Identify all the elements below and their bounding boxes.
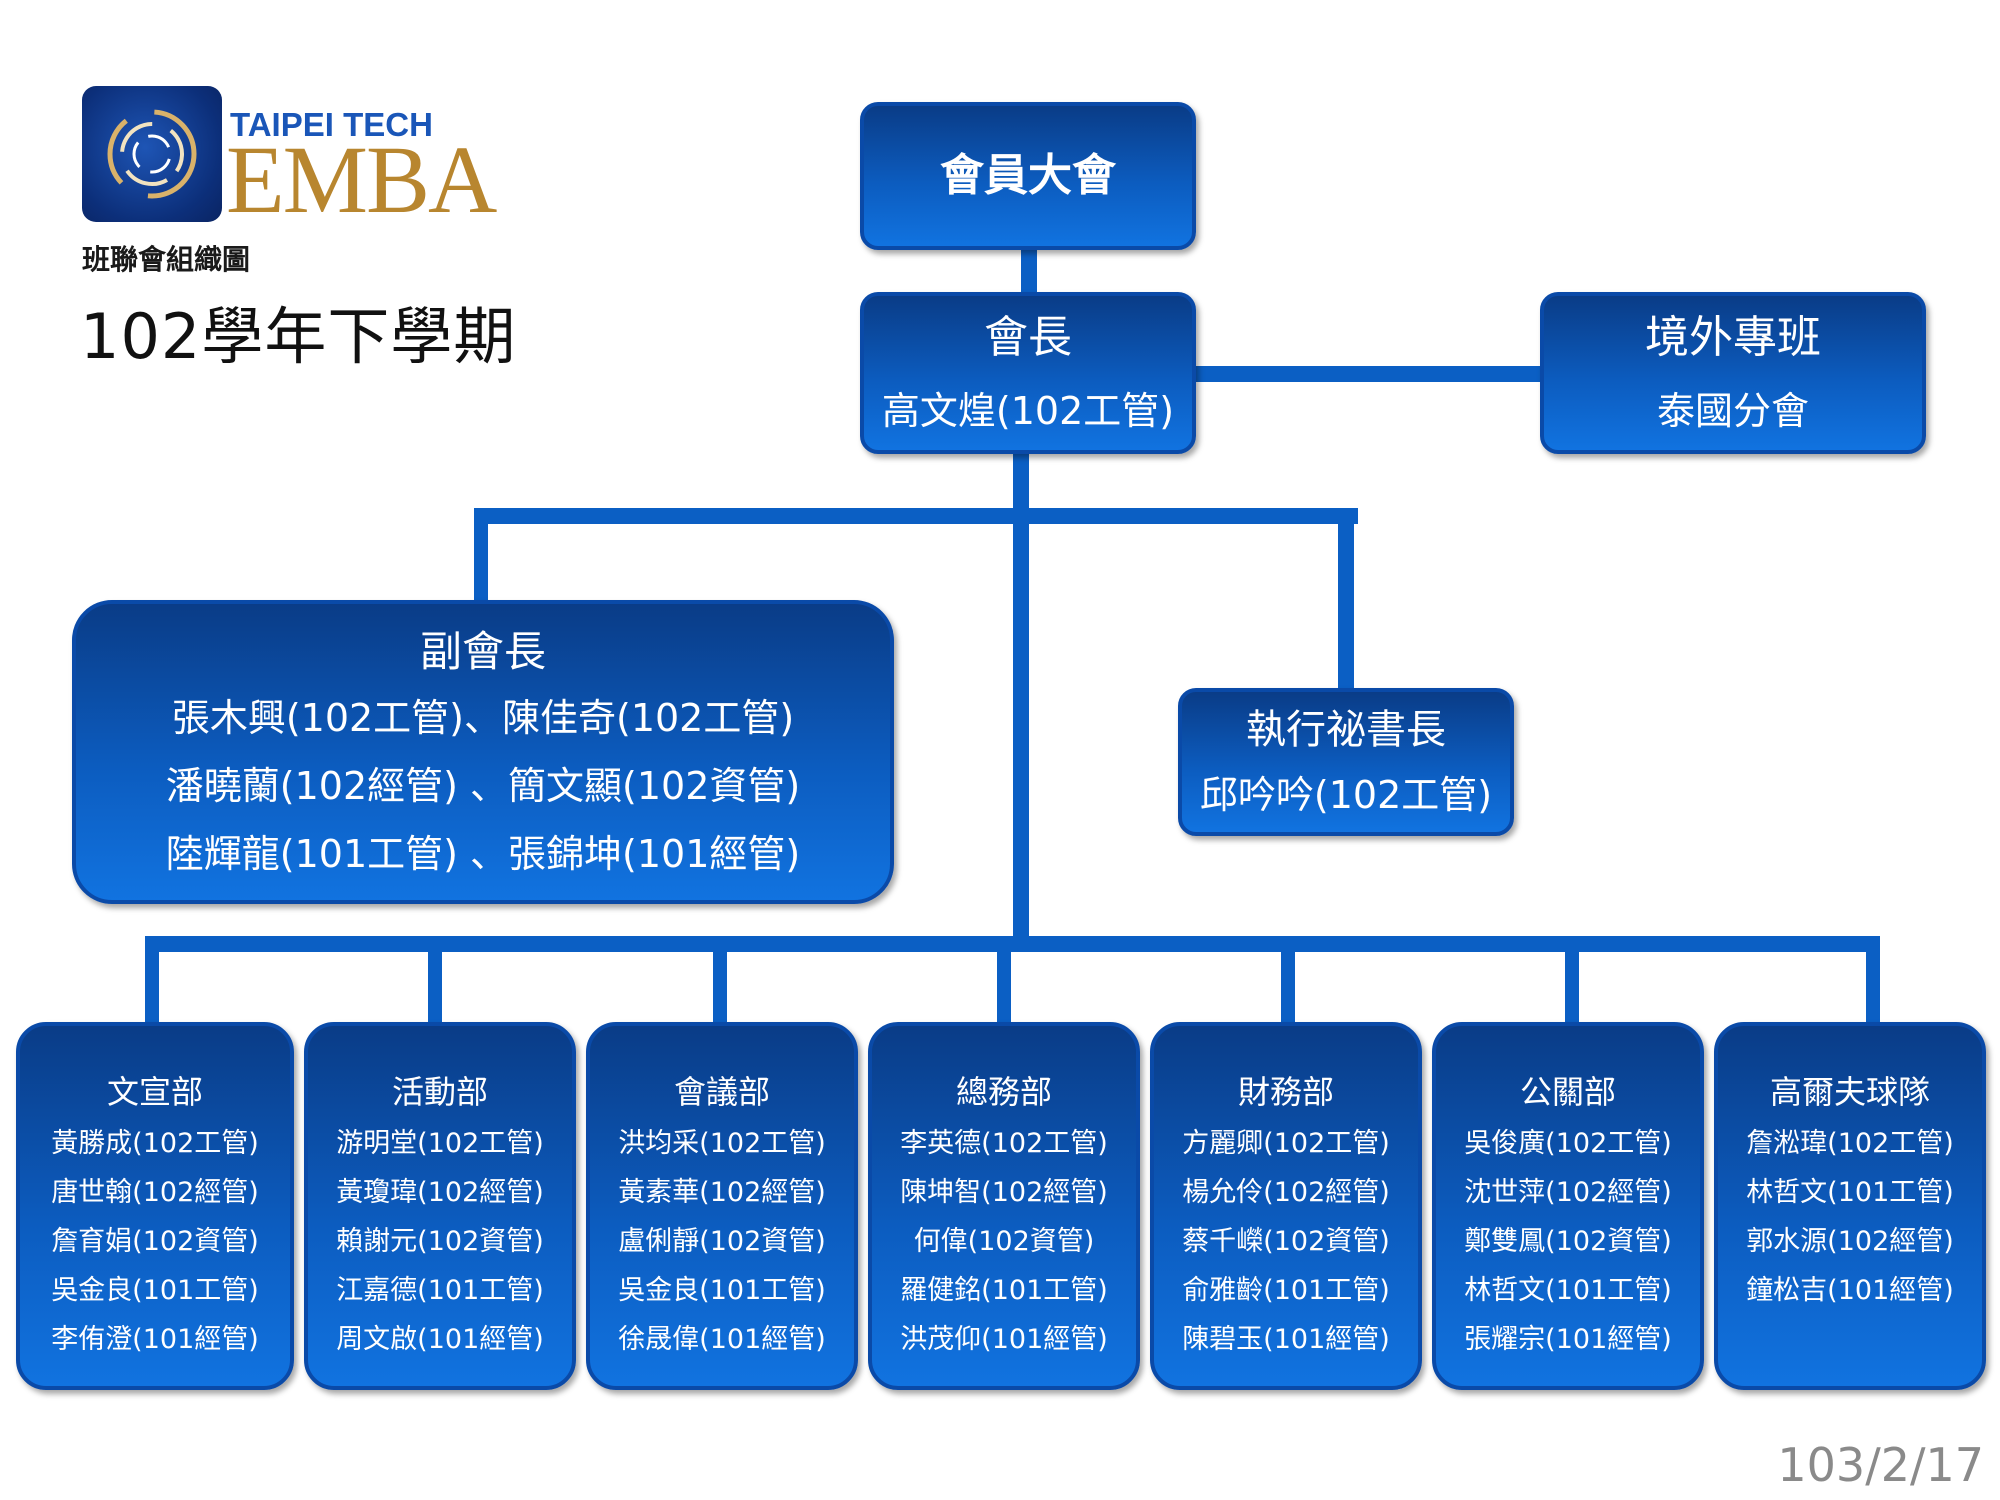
department-member: 羅健銘(101工管) — [900, 1275, 1108, 1306]
department-member: 鐘松吉(101經管) — [1746, 1275, 1954, 1306]
department-member: 詹育娟(102資管) — [51, 1226, 259, 1257]
department-member: 游明堂(102工管) — [336, 1128, 544, 1159]
school-logo — [82, 86, 222, 222]
department-box-golf-team: 高爾夫球隊 詹淞瑋(102工管) 林哲文(101工管) 郭水源(102經管) 鐘… — [1714, 1022, 1986, 1390]
department-member: 方麗卿(102工管) — [1182, 1128, 1390, 1159]
connector-dept-1 — [145, 936, 159, 1024]
department-box-finance: 財務部 方麗卿(102工管) 楊允伶(102經管) 蔡千嶸(102資管) 俞雅齡… — [1150, 1022, 1422, 1390]
department-member: 蔡千嶸(102資管) — [1182, 1226, 1390, 1257]
department-title: 財務部 — [1237, 1073, 1334, 1111]
department-member: 賴謝元(102資管) — [336, 1226, 544, 1257]
department-member: 黃瓊瑋(102經管) — [336, 1177, 544, 1208]
department-title: 文宣部 — [106, 1073, 203, 1111]
department-member: 洪均采(102工管) — [618, 1128, 826, 1159]
logo-text-top: TAIPEI TECH — [230, 106, 433, 143]
chart-subtitle: 班聯會組織圖 — [82, 243, 251, 276]
connector-main-trunk — [1013, 452, 1029, 944]
department-member: 唐世翰(102經管) — [51, 1177, 259, 1208]
department-member: 陳坤智(102經管) — [900, 1177, 1108, 1208]
department-title: 高爾夫球隊 — [1769, 1073, 1930, 1111]
department-member: 黃素華(102經管) — [618, 1177, 826, 1208]
department-member: 陳碧玉(101經管) — [1182, 1324, 1390, 1355]
vice-presidents-box: 副會長 張木興(102工管)、陳佳奇(102工管) 潘曉蘭(102經管) 、簡文… — [72, 600, 894, 904]
connector-dept-2 — [428, 936, 442, 1024]
department-member: 張耀宗(101經管) — [1464, 1324, 1672, 1355]
department-member: 李侑澄(101經管) — [51, 1324, 259, 1355]
connector-to-vice-presidents — [474, 508, 488, 600]
vice-presidents-line: 潘曉蘭(102經管) 、簡文顯(102資管) — [165, 764, 801, 808]
department-title: 公關部 — [1519, 1073, 1616, 1111]
department-member: 吳金良(101工管) — [618, 1275, 826, 1306]
swirl-icon — [107, 109, 197, 199]
slide-date: 103/2/17 — [1777, 1438, 1984, 1492]
secretary-name: 邱吟吟(102工管) — [1199, 773, 1493, 817]
secretary-box: 執行祕書長 邱吟吟(102工管) — [1178, 688, 1514, 836]
department-member: 周文啟(101經管) — [336, 1324, 544, 1355]
vice-presidents-line: 陸輝龍(101工管) 、張錦坤(101經管) — [165, 832, 801, 876]
president-name: 高文煌(102工管) — [881, 389, 1175, 433]
connector-dept-5 — [1281, 936, 1295, 1024]
department-title: 活動部 — [391, 1073, 488, 1111]
department-member: 洪茂仰(101經管) — [900, 1324, 1108, 1355]
department-member: 沈世萍(102經管) — [1464, 1177, 1672, 1208]
general-assembly-box: 會員大會 — [860, 102, 1196, 250]
department-member: 徐晟偉(101經管) — [618, 1324, 826, 1355]
president-box: 會長 高文煌(102工管) — [860, 292, 1196, 454]
department-member: 盧俐靜(102資管) — [618, 1226, 826, 1257]
department-member: 詹淞瑋(102工管) — [1746, 1128, 1954, 1159]
department-box-publicity: 文宣部 黃勝成(102工管) 唐世翰(102經管) 詹育娟(102資管) 吳金良… — [16, 1022, 294, 1390]
logo-text-main: EMBA — [226, 126, 497, 233]
department-member: 吳金良(101工管) — [51, 1275, 259, 1306]
connector-upper-horizontal — [474, 508, 1358, 524]
department-member: 鄭雙鳳(102資管) — [1464, 1226, 1672, 1257]
connector-dept-7 — [1866, 936, 1880, 1024]
department-title: 會議部 — [673, 1073, 770, 1111]
overseas-name: 泰國分會 — [1656, 389, 1809, 433]
connector-assembly-president — [1021, 248, 1037, 294]
secretary-title: 執行祕書長 — [1246, 707, 1446, 753]
vice-presidents-line: 張木興(102工管)、陳佳奇(102工管) — [171, 696, 795, 740]
president-title: 會長 — [984, 312, 1072, 363]
department-member: 林哲文(101工管) — [1464, 1275, 1672, 1306]
connector-lower-horizontal — [148, 936, 1880, 952]
department-member: 何偉(102資管) — [913, 1226, 1095, 1257]
department-member: 黃勝成(102工管) — [51, 1128, 259, 1159]
department-member: 吳俊廣(102工管) — [1464, 1128, 1672, 1159]
overseas-title: 境外專班 — [1645, 312, 1821, 363]
department-member: 林哲文(101工管) — [1746, 1177, 1954, 1208]
department-box-public-relations: 公關部 吳俊廣(102工管) 沈世萍(102經管) 鄭雙鳳(102資管) 林哲文… — [1432, 1022, 1704, 1390]
semester-title: 102學年下學期 — [80, 300, 517, 373]
department-box-activities: 活動部 游明堂(102工管) 黃瓊瑋(102經管) 賴謝元(102資管) 江嘉德… — [304, 1022, 576, 1390]
connector-to-secretary — [1338, 508, 1354, 690]
department-title: 總務部 — [955, 1073, 1052, 1111]
department-member: 郭水源(102經管) — [1746, 1226, 1954, 1257]
department-member: 俞雅齡(101工管) — [1182, 1275, 1390, 1306]
connector-dept-4 — [997, 936, 1011, 1024]
connector-president-overseas — [1195, 366, 1547, 382]
connector-dept-3 — [713, 936, 727, 1024]
connector-dept-6 — [1565, 936, 1579, 1024]
department-member: 楊允伶(102經管) — [1182, 1177, 1390, 1208]
general-assembly-title: 會員大會 — [940, 150, 1116, 201]
vice-presidents-title: 副會長 — [419, 627, 546, 676]
department-member: 李英德(102工管) — [900, 1128, 1108, 1159]
department-box-general-affairs: 總務部 李英德(102工管) 陳坤智(102經管) 何偉(102資管) 羅健銘(… — [868, 1022, 1140, 1390]
department-box-meetings: 會議部 洪均采(102工管) 黃素華(102經管) 盧俐靜(102資管) 吳金良… — [586, 1022, 858, 1390]
department-member: 江嘉德(101工管) — [336, 1275, 544, 1306]
overseas-box: 境外專班 泰國分會 — [1540, 292, 1926, 454]
